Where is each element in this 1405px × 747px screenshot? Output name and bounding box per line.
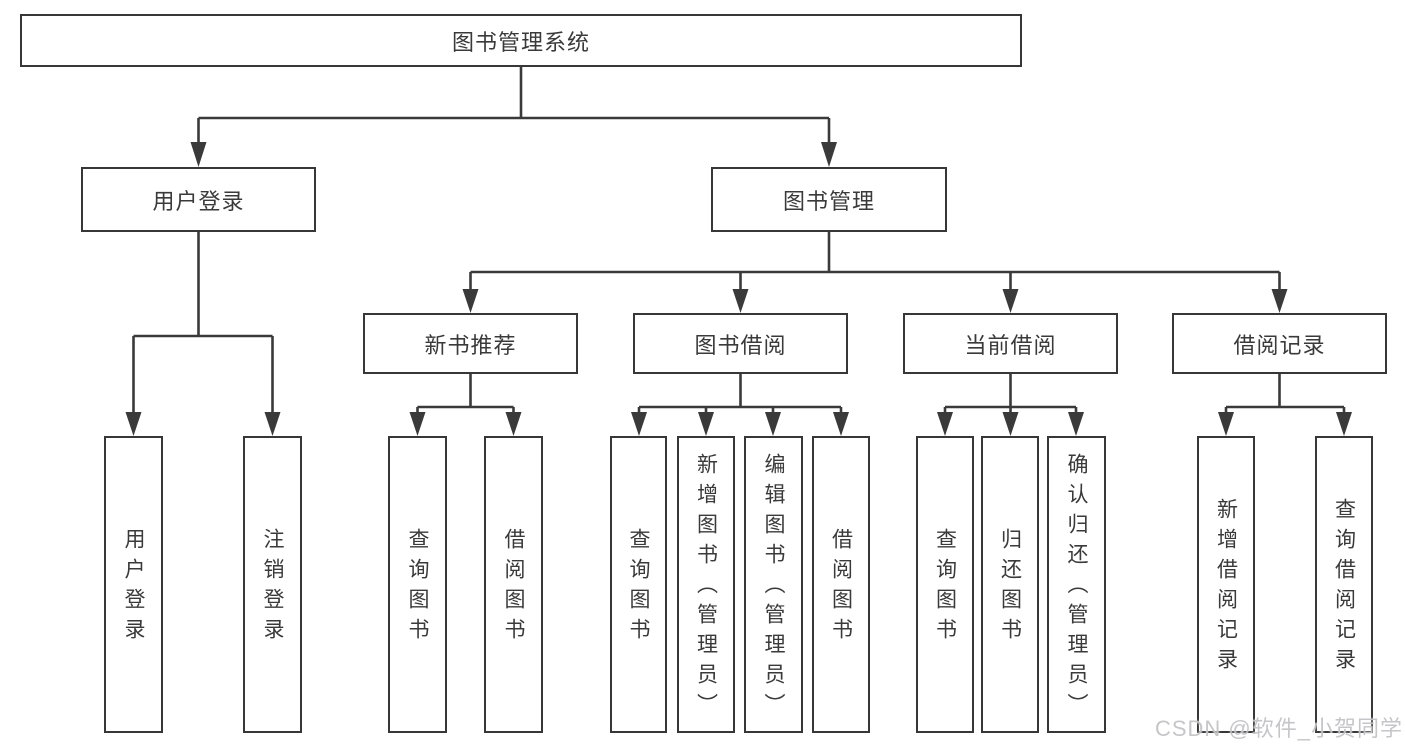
leaf-add-borrow-record: 新增借阅记录	[1197, 436, 1255, 733]
leaf-query-borrow-record: 查询借阅记录	[1315, 436, 1373, 733]
leaf-borrow-books: 借阅图书	[812, 436, 870, 733]
node-book-management: 图书管理	[711, 167, 947, 232]
node-root-system: 图书管理系统	[20, 14, 1022, 67]
leaf-confirm-return-admin: 确认归还（管理员）	[1047, 436, 1106, 733]
leaf-add-books-admin: 新增图书（管理员）	[677, 436, 735, 733]
edge-currentborrow-to-leaves	[943, 374, 1078, 413]
leaf-query-books-borrow: 查询图书	[610, 436, 667, 733]
leaf-logout: 注销登录	[243, 436, 302, 733]
edge-newbook-to-leaves	[416, 374, 515, 413]
leaf-user-login: 用户登录	[104, 436, 163, 733]
node-user-login: 用户登录	[81, 167, 316, 232]
leaf-query-books-current: 查询图书	[916, 436, 974, 733]
node-book-borrowing: 图书借阅	[633, 313, 848, 374]
leaf-query-books-newrec: 查询图书	[388, 436, 447, 733]
edge-bookmgmt-to-level3	[469, 232, 1281, 290]
node-current-borrowing: 当前借阅	[903, 313, 1118, 374]
node-borrowing-records: 借阅记录	[1172, 313, 1387, 374]
leaf-edit-books-admin: 编辑图书（管理员）	[744, 436, 803, 733]
leaf-return-books: 归还图书	[981, 436, 1039, 733]
edge-userlogin-to-leaves	[132, 232, 274, 413]
edge-bookborrow-to-leaves	[637, 374, 843, 413]
node-new-book-recommendation: 新书推荐	[363, 313, 578, 374]
arrowheads	[125, 142, 1352, 436]
edge-records-to-leaves	[1224, 374, 1346, 413]
leaf-borrow-books-newrec: 借阅图书	[484, 436, 543, 733]
edge-root-to-level2	[197, 66, 831, 143]
csdn-watermark: CSDN @软件_小贺同学	[1154, 716, 1403, 741]
